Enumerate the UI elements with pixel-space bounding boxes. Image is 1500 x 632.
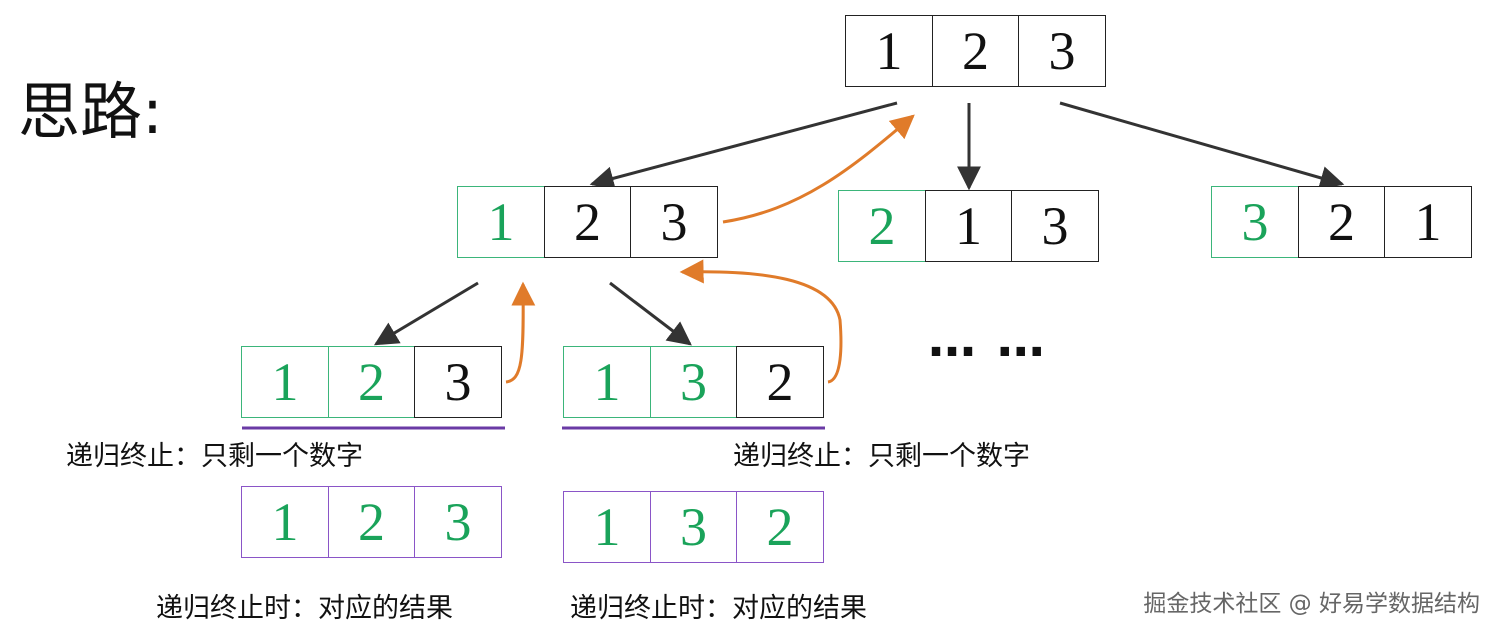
terminate-note-left: 递归终止：只剩一个数字 (66, 441, 363, 472)
level1-array-1: 1 2 3 (457, 186, 718, 258)
array-cell: 3 (414, 346, 502, 418)
array-cell: 3 (414, 486, 502, 558)
ellipsis: … … (928, 312, 1047, 368)
page-title: 思路: (18, 75, 163, 148)
edge-root-to-3-2-1 (1059, 101, 1345, 190)
array-cell: 3 (630, 186, 718, 258)
edge-1-2-3-to-1-2-3 (373, 281, 479, 346)
array-cell: 1 (1384, 186, 1472, 258)
result-array-1: 1 2 3 (241, 486, 502, 558)
array-cell: 2 (327, 486, 416, 558)
array-cell: 3 (1211, 186, 1299, 258)
array-cell: 1 (457, 186, 545, 258)
array-cell: 1 (241, 486, 329, 558)
return-arrow-leaf-1-2-3 (505, 281, 536, 384)
level1-array-2: 2 1 3 (838, 190, 1099, 262)
array-cell: 2 (1297, 186, 1386, 258)
root-cell: 2 (931, 15, 1020, 87)
array-cell: 1 (924, 190, 1013, 262)
array-cell: 3 (649, 346, 738, 418)
array-cell: 2 (327, 346, 416, 418)
array-cell: 2 (736, 346, 824, 418)
watermark: 掘金技术社区 @ 好易学数据结构 (1143, 591, 1480, 617)
level2-array-2: 1 3 2 (563, 346, 824, 418)
array-cell: 2 (543, 186, 632, 258)
edge-root-to-1-2-3 (589, 101, 898, 191)
array-cell: 3 (649, 491, 738, 563)
array-cell: 1 (563, 346, 651, 418)
result-note-right: 递归终止时：对应的结果 (570, 593, 867, 624)
root-cell: 3 (1018, 15, 1106, 87)
array-cell: 1 (563, 491, 651, 563)
root-cell: 1 (845, 15, 933, 87)
result-note-left: 递归终止时：对应的结果 (156, 593, 453, 624)
level2-array-1: 1 2 3 (241, 346, 502, 418)
terminate-note-right: 递归终止：只剩一个数字 (733, 441, 1030, 472)
edge-1-2-3-to-1-3-2 (609, 281, 692, 346)
root-array: 1 2 3 (845, 15, 1106, 87)
array-cell: 1 (241, 346, 329, 418)
level1-array-3: 3 2 1 (1211, 186, 1472, 258)
array-cell: 3 (1011, 190, 1099, 262)
array-cell: 2 (736, 491, 824, 563)
array-cell: 2 (838, 190, 926, 262)
result-array-2: 1 3 2 (563, 491, 824, 563)
